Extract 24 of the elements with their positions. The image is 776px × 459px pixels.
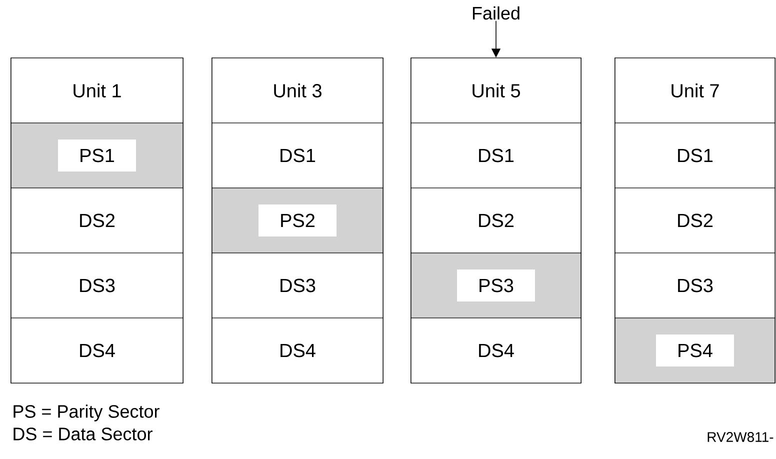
data-sector-cell: DS3 (10, 252, 184, 318)
header-cell: Unit 1 (10, 58, 184, 124)
header-cell: Unit 7 (614, 58, 776, 124)
legend-text: PS = Parity Sector (14, 404, 160, 422)
data-sector-cell: DS2 (410, 188, 582, 254)
data-sector-cell: DS3 (212, 252, 384, 318)
data-sector-cell: DS4 (10, 318, 184, 384)
parity-sector-cell: PS2 (212, 188, 384, 254)
data-sector-cell: DS2 (10, 188, 184, 254)
header-cell: Unit 5 (410, 58, 582, 124)
parity-sector-cell: PS3 (410, 252, 582, 318)
status-label: Failed (472, 6, 520, 20)
data-sector-cell: DS3 (614, 252, 776, 318)
parity-sector-cell: PS1 (10, 122, 184, 188)
header-cell: Unit 3 (212, 58, 384, 124)
data-sector-cell: DS4 (212, 318, 384, 384)
parity-sector-cell: PS4 (614, 318, 776, 384)
data-sector-cell: DS2 (614, 188, 776, 254)
data-sector-cell: DS1 (410, 122, 582, 188)
legend-text: DS = Data Sector (14, 428, 152, 440)
data-sector-cell: DS1 (614, 122, 776, 188)
figure-id: RV2W811- (708, 432, 774, 442)
data-sector-cell: DS4 (410, 318, 582, 384)
data-sector-cell: DS1 (212, 122, 384, 188)
